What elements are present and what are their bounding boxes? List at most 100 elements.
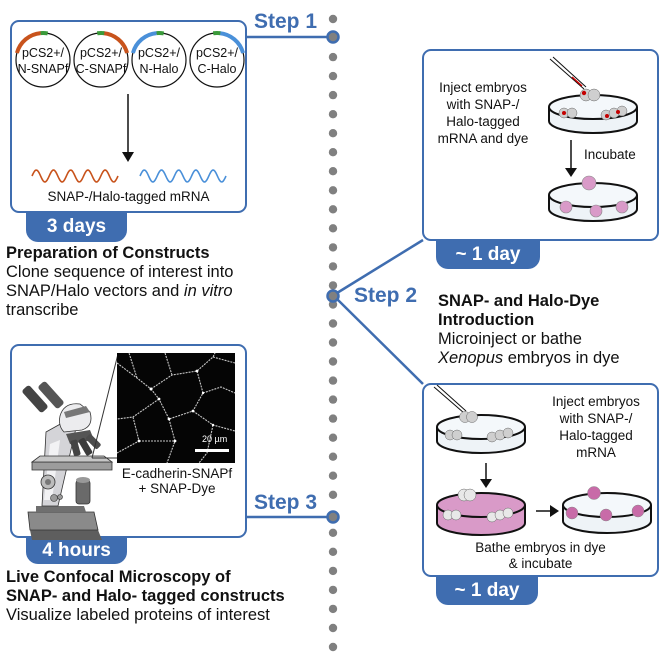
bathe-duration-badge: ~ 1 day [436, 573, 538, 605]
timeline-dot [328, 281, 338, 290]
image-caption-line2: + SNAP-Dye [138, 481, 216, 496]
inject-panel-text: Inject embryos with SNAP-/ Halo-tagged m… [428, 79, 538, 147]
snap-tag-arc [14, 31, 41, 54]
timeline-dot [328, 129, 338, 138]
plasmid-circle-icon [130, 31, 187, 88]
timeline-dot [328, 52, 338, 62]
step1-duration-badge: 3 days [26, 208, 127, 242]
timeline-dot [328, 357, 338, 366]
timeline-dot [328, 623, 338, 633]
timeline-dot [328, 319, 338, 328]
plasmid-label-line1: pCS2+/ [195, 46, 239, 60]
timeline-dot [328, 262, 338, 271]
plasmid-label: pCS2+/C-Halo [188, 45, 246, 77]
timeline-dot [328, 186, 338, 195]
step2-label: Step 2 [354, 284, 418, 307]
timeline-dot [328, 71, 338, 81]
timeline-dot [328, 243, 338, 252]
step3-duration-badge: 4 hours [26, 534, 127, 564]
zoom-lines [91, 353, 119, 459]
timeline-dot [328, 376, 338, 385]
step1-label: Step 1 [254, 10, 318, 33]
step1-desc-line2: SNAP/Halo vectors and in vitro [6, 282, 326, 301]
step1-desc-line2b: in vitro [183, 282, 233, 300]
timeline-dot [328, 414, 338, 423]
confocal-image [116, 352, 236, 464]
plasmid-label: pCS2+/ N-SNAPf [14, 45, 72, 77]
plasmid-row: pCS2+/ N-SNAPf pCS2+/ C-SNAPf pCS2+/N-Halo… [12, 22, 246, 112]
scale-bar-label: 20 µm [202, 434, 228, 444]
timeline-dot [328, 604, 338, 614]
step3-desc: Visualize labeled proteins of interest [6, 606, 270, 624]
timeline-dot [328, 395, 338, 404]
plasmid-circle-icon [14, 31, 71, 88]
step3-description: Live Confocal Microscopy of SNAP- and Ha… [6, 568, 326, 625]
step1-node [326, 30, 340, 44]
step2-connector-upper [336, 238, 424, 295]
step3-title-line2: SNAP- and Halo- tagged constructs [6, 587, 285, 605]
transcribe-arrow [122, 94, 134, 162]
inject-panel: Inject embryos with SNAP-/ Halo-tagged m… [422, 49, 659, 241]
injection-dish [433, 384, 526, 454]
inject-text-line: mRNA and dye [437, 131, 529, 146]
dye-dish [436, 488, 526, 536]
image-caption-line1: E-cadherin-SNAPf [121, 466, 233, 481]
plasmid-n-halo: pCS2+/N-Halo [130, 31, 188, 89]
step2-node [326, 289, 340, 303]
plasmid-label-line2: C-SNAPf [75, 62, 127, 76]
bathe-arrow-down [480, 463, 492, 488]
step1-desc-line1: Clone sequence of interest into [6, 263, 234, 281]
plasmid-circle-icon [73, 31, 130, 88]
bathe-text-line: Inject embryos [552, 394, 640, 409]
timeline-dot [328, 547, 338, 556]
incubate-arrow [565, 140, 577, 177]
timeline-dot [328, 110, 338, 119]
bathe-caption: Bathe embryos in dye & incubate [424, 540, 657, 572]
bathe-text-line: mRNA [576, 445, 616, 460]
timeline-dot [328, 471, 338, 480]
snap-tag-arc [103, 31, 130, 54]
inject-text-line: with SNAP-/ [446, 97, 520, 112]
halo-tag-arc [130, 31, 157, 54]
timeline-dot [328, 167, 338, 176]
timeline-dot [328, 433, 338, 442]
step1-desc-line3: transcribe [6, 301, 79, 319]
bathe-text-line: Halo-tagged [559, 428, 633, 443]
stained-dish [562, 486, 652, 534]
scale-bar [195, 449, 229, 452]
inject-text-line: Inject embryos [439, 80, 527, 95]
bathe-text-line: with SNAP-/ [559, 411, 633, 426]
step2-description: SNAP- and Halo-Dye Introduction Microinj… [438, 292, 664, 368]
step2-desc-line1: Microinject or bathe [438, 330, 582, 348]
plasmid-label-line2: N-SNAPf [17, 62, 69, 76]
mrna-label: SNAP-/Halo-tagged mRNA [47, 189, 210, 204]
step2-title-line2: Introduction [438, 311, 535, 329]
plasmid-label-line1: pCS2+/ [21, 46, 65, 60]
plasmid-c-snapf: pCS2+/ C-SNAPf [72, 31, 130, 89]
injection-dish [548, 56, 638, 134]
plasmid-label-line1: pCS2+/ [79, 46, 123, 60]
bathe-arrow-right [536, 505, 559, 517]
timeline-dot [328, 224, 338, 233]
step1-panel: pCS2+/ N-SNAPf pCS2+/ C-SNAPf pCS2+/N-Halo… [10, 20, 247, 213]
step1-description: Preparation of Constructs Clone sequence… [6, 244, 326, 320]
step3-panel: 20 µm E-cadherin-SNAPf + SNAP-Dye [10, 344, 247, 540]
timeline-dot [328, 205, 338, 214]
timeline-dot [328, 14, 338, 24]
timeline-dot [328, 90, 338, 100]
plasmid-circle-icon [189, 31, 246, 88]
plasmid-label: pCS2+/ C-SNAPf [72, 45, 130, 77]
bathe-caption-line: Bathe embryos in dye [475, 540, 606, 555]
plasmid-label: pCS2+/N-Halo [130, 45, 188, 77]
image-caption: E-cadherin-SNAPf + SNAP-Dye [112, 466, 242, 496]
step3-title-line1: Live Confocal Microscopy of [6, 568, 231, 586]
step2-desc-line2a: Xenopus [438, 349, 504, 367]
timeline-dot [328, 452, 338, 461]
step2-connector-lower [336, 298, 424, 385]
timeline-dot [328, 338, 338, 347]
step1-desc-line2a: SNAP/Halo vectors and [6, 282, 184, 300]
inject-text-line: Halo-tagged [446, 114, 520, 129]
incubated-dish [548, 175, 638, 222]
step2-desc-line2: Xenopus embryos in dye [438, 349, 664, 368]
